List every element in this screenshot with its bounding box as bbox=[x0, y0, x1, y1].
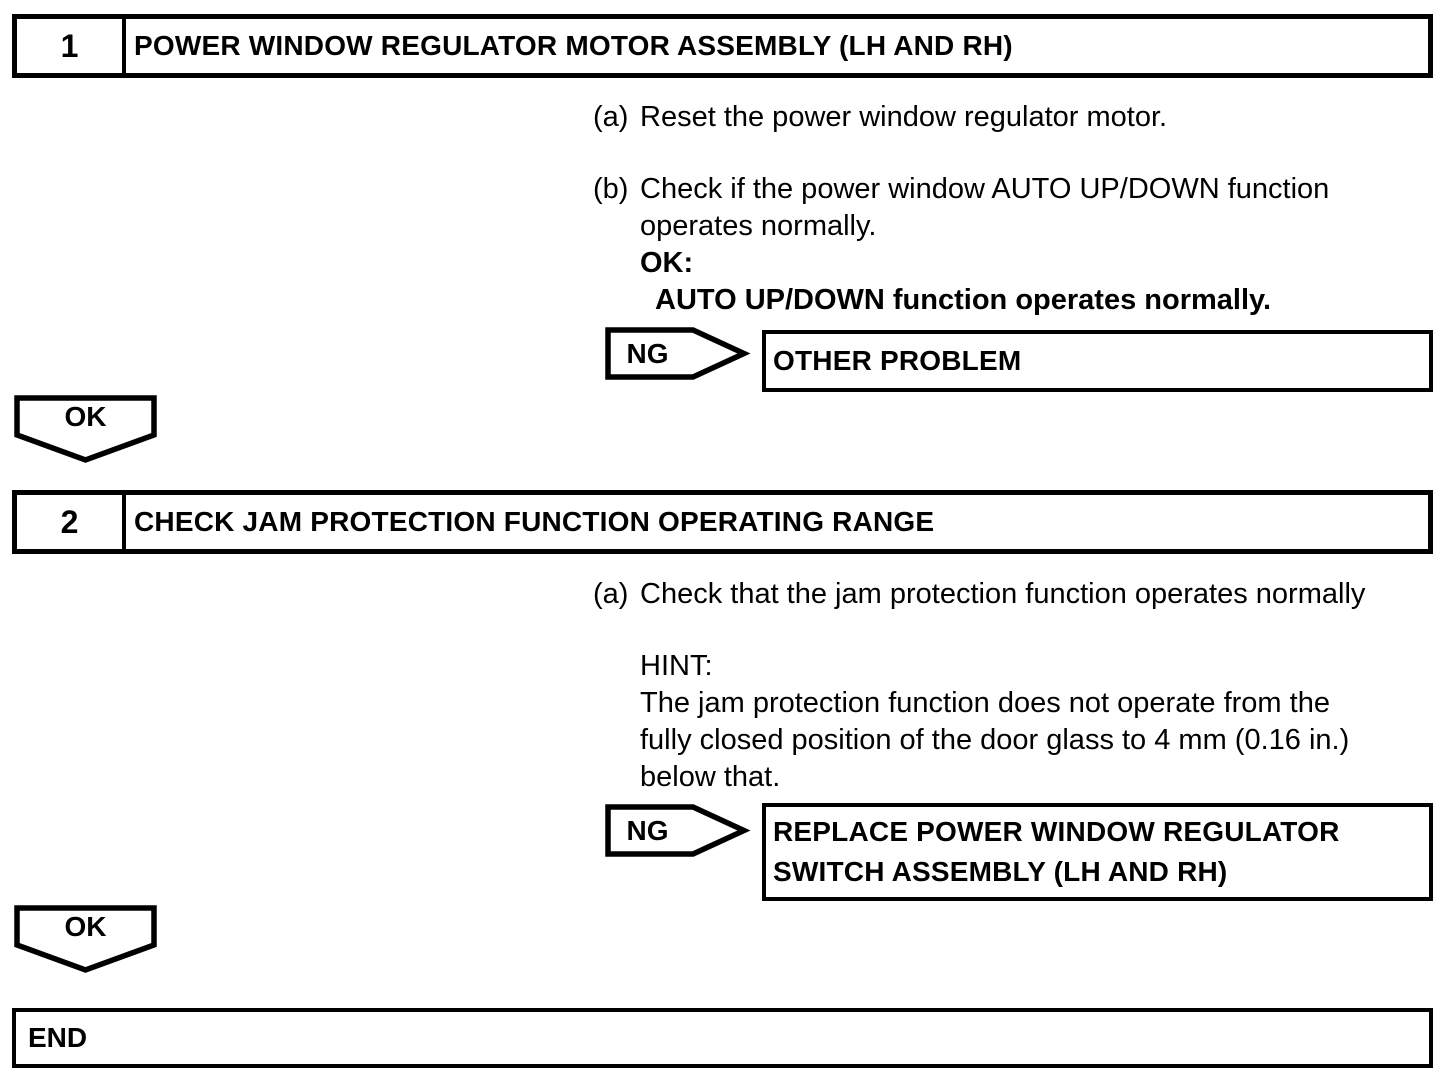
step-1-number: 1 bbox=[17, 19, 126, 73]
item-text-line: operates normally. bbox=[640, 210, 877, 242]
ok-arrow-icon bbox=[14, 905, 157, 973]
result-text: OTHER PROBLEM bbox=[773, 345, 1022, 376]
ok-label: OK bbox=[64, 401, 107, 432]
item-text: Check that the jam protection function o… bbox=[640, 578, 1366, 610]
hint-line: below that. bbox=[640, 761, 781, 793]
step-2-hint: HINT: The jam protection function does n… bbox=[640, 648, 1433, 796]
step-1-item-b: (b) Check if the power window AUTO UP/DO… bbox=[593, 171, 1423, 319]
step-1-title: POWER WINDOW REGULATOR MOTOR ASSEMBLY (L… bbox=[134, 30, 1013, 61]
ok-arrow-icon bbox=[14, 395, 157, 463]
ok-label: OK bbox=[64, 911, 107, 942]
item-label: (a) bbox=[593, 578, 629, 610]
result-text-line: SWITCH ASSEMBLY (LH AND RH) bbox=[773, 856, 1228, 887]
item-text-block: Check if the power window AUTO UP/DOWN f… bbox=[640, 171, 1329, 319]
ng-arrow-icon bbox=[605, 804, 751, 857]
item-label: (a) bbox=[593, 101, 629, 133]
step-2-title: CHECK JAM PROTECTION FUNCTION OPERATING … bbox=[134, 506, 935, 537]
result-text-line: REPLACE POWER WINDOW REGULATOR bbox=[773, 816, 1340, 847]
step-2-item-a: (a) Check that the jam protection functi… bbox=[593, 576, 1433, 613]
step-2-ng-result-box: REPLACE POWER WINDOW REGULATOR SWITCH AS… bbox=[762, 803, 1433, 901]
step-1-instructions: (a) Reset the power window regulator mot… bbox=[593, 99, 1423, 319]
end-box: END bbox=[12, 1008, 1433, 1068]
step-2-header: 2 CHECK JAM PROTECTION FUNCTION OPERATIN… bbox=[12, 490, 1433, 554]
end-label: END bbox=[28, 1022, 88, 1053]
item-label: (b) bbox=[593, 173, 629, 205]
step-2-instructions: (a) Check that the jam protection functi… bbox=[593, 576, 1433, 796]
step-1-item-a: (a) Reset the power window regulator mot… bbox=[593, 99, 1423, 136]
step-1-header: 1 POWER WINDOW REGULATOR MOTOR ASSEMBLY … bbox=[12, 14, 1433, 78]
ng-label: NG bbox=[626, 814, 669, 846]
hint-heading: HINT: bbox=[640, 650, 713, 682]
step-2-number: 2 bbox=[17, 495, 126, 549]
ok-heading: OK: bbox=[640, 247, 694, 279]
ng-label: NG bbox=[626, 337, 669, 369]
item-text: Reset the power window regulator motor. bbox=[640, 101, 1168, 133]
ok-condition: AUTO UP/DOWN function operates normally. bbox=[655, 284, 1272, 316]
ng-arrow-icon bbox=[605, 327, 751, 380]
hint-line: The jam protection function does not ope… bbox=[640, 687, 1330, 719]
item-text-line: Check if the power window AUTO UP/DOWN f… bbox=[640, 173, 1330, 205]
step-1-ng-result-box: OTHER PROBLEM bbox=[762, 330, 1433, 392]
hint-line: fully closed position of the door glass … bbox=[640, 724, 1350, 756]
